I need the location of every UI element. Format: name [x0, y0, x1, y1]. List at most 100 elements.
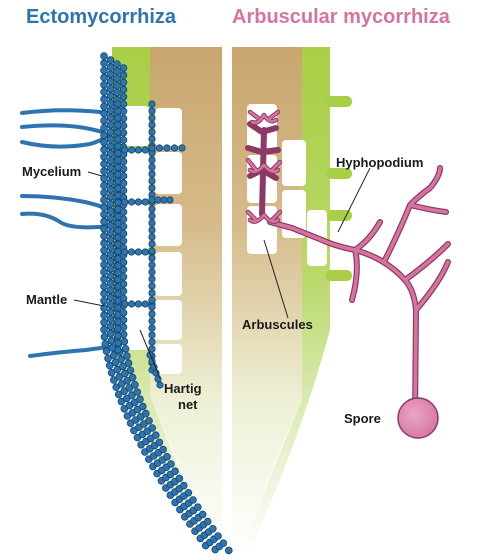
hyphal-bead	[106, 121, 115, 129]
ectomycorrhiza-title: Ectomycorrhiza	[26, 6, 177, 28]
hyphal-bead	[106, 113, 115, 122]
hyphal-bead	[105, 361, 114, 370]
hyphal-bead	[114, 262, 122, 270]
hyphal-bead	[160, 196, 168, 204]
hyphal-bead	[100, 138, 108, 147]
arbuscules-label: Arbuscules	[242, 317, 313, 332]
hyphal-bead	[114, 339, 122, 347]
hyphal-bead	[100, 88, 108, 96]
hartig-net-label-line2: net	[178, 397, 198, 412]
am-hyphae-fill	[268, 166, 450, 422]
hyphal-bead	[134, 248, 142, 256]
hyphal-bead	[106, 56, 115, 64]
hyphal-bead	[148, 331, 156, 339]
hyphal-bead	[148, 296, 156, 304]
hyphal-bead	[156, 381, 164, 389]
hyphal-bead	[114, 304, 122, 312]
hyphal-bead	[100, 203, 108, 212]
hyphal-bead	[106, 178, 115, 187]
hyphal-bead	[114, 248, 122, 256]
hyphal-bead	[100, 260, 108, 269]
hyphal-bead	[104, 354, 112, 363]
hyphopodium-label: Hyphopodium	[336, 155, 424, 170]
hyphal-bead	[114, 219, 122, 228]
am-arbuscules-fill	[246, 110, 282, 223]
hyphal-bead	[148, 247, 156, 255]
hyphal-bead	[106, 193, 115, 201]
hyphal-bead	[125, 384, 134, 392]
hyphal-bead	[100, 210, 108, 219]
hyphal-bead	[114, 205, 122, 213]
hyphal-bead	[106, 229, 115, 237]
hyphal-bead	[119, 64, 128, 72]
hyphal-bead	[106, 99, 115, 107]
hyphal-bead	[159, 445, 167, 454]
hyphal-bead	[106, 185, 115, 194]
hyphal-bead	[141, 248, 149, 256]
hyphal-bead	[114, 346, 122, 354]
hyphal-bead	[114, 297, 122, 305]
hyphal-bead	[106, 293, 115, 302]
hyphal-bead	[198, 510, 207, 519]
hyphal-bead	[100, 167, 108, 176]
hyphal-bead	[114, 269, 122, 277]
hyphal-bead	[121, 300, 129, 308]
hyphal-bead	[113, 89, 121, 97]
hyphal-bead	[119, 85, 128, 94]
hyphal-bead	[114, 121, 122, 129]
hyphal-bead	[101, 340, 110, 348]
hyphal-bead	[194, 503, 202, 512]
cortical-cell	[121, 204, 149, 250]
spore-label: Spore	[344, 411, 381, 426]
hyphal-bead	[145, 416, 153, 425]
hyphal-bead	[106, 300, 115, 309]
hyphal-bead	[100, 145, 108, 154]
hyphal-bead	[100, 325, 108, 334]
hyphal-bead	[123, 352, 131, 360]
hyphal-bead	[148, 184, 156, 192]
hartig-net-label-line1: Hartig	[164, 381, 202, 396]
spore-shape	[397, 397, 439, 439]
hyphal-bead	[155, 438, 164, 447]
hyphal-bead	[148, 310, 156, 318]
hyphal-bead	[148, 324, 156, 332]
hyphal-bead	[100, 95, 108, 103]
hyphal-bead	[139, 402, 147, 411]
hyphal-bead	[123, 376, 131, 385]
hyphal-bead	[115, 372, 124, 381]
hyphal-bead	[141, 146, 149, 154]
hyphal-bead	[114, 226, 122, 235]
hyphal-bead	[180, 481, 188, 490]
hyphal-bead	[106, 279, 115, 288]
cortical-cell	[121, 152, 149, 200]
hyphal-bead	[113, 74, 121, 83]
cortical-cell	[121, 254, 149, 302]
hyphal-bead	[100, 275, 108, 284]
hyphal-bead	[148, 424, 157, 432]
hyphal-bead	[148, 303, 156, 311]
hyphal-bead	[114, 311, 122, 319]
hyphal-bead	[219, 539, 228, 547]
hyphal-bead	[148, 338, 156, 346]
hyphal-bead	[136, 395, 144, 404]
hyphal-bead	[134, 198, 142, 206]
hyphal-bead	[100, 102, 108, 111]
hyphal-bead	[171, 467, 179, 476]
hyphal-bead	[106, 257, 115, 266]
hyphal-bead	[102, 347, 111, 356]
hyphal-bead	[100, 196, 108, 204]
hyphal-bead	[134, 146, 142, 154]
hyphal-bead	[114, 156, 122, 164]
hyphal-bead	[106, 200, 115, 208]
mycelium-label: Mycelium	[22, 164, 82, 179]
hyphal-bead	[148, 317, 156, 325]
hyphal-bead	[184, 488, 193, 497]
hyphal-bead	[114, 198, 122, 206]
hyphal-bead	[100, 59, 108, 67]
hyphal-bead	[114, 276, 122, 284]
hyphal-bead	[119, 78, 128, 87]
hyphal-bead	[107, 336, 116, 345]
mantle-label: Mantle	[26, 292, 68, 307]
hyphal-bead	[119, 258, 128, 267]
cortical-cell	[121, 106, 149, 146]
